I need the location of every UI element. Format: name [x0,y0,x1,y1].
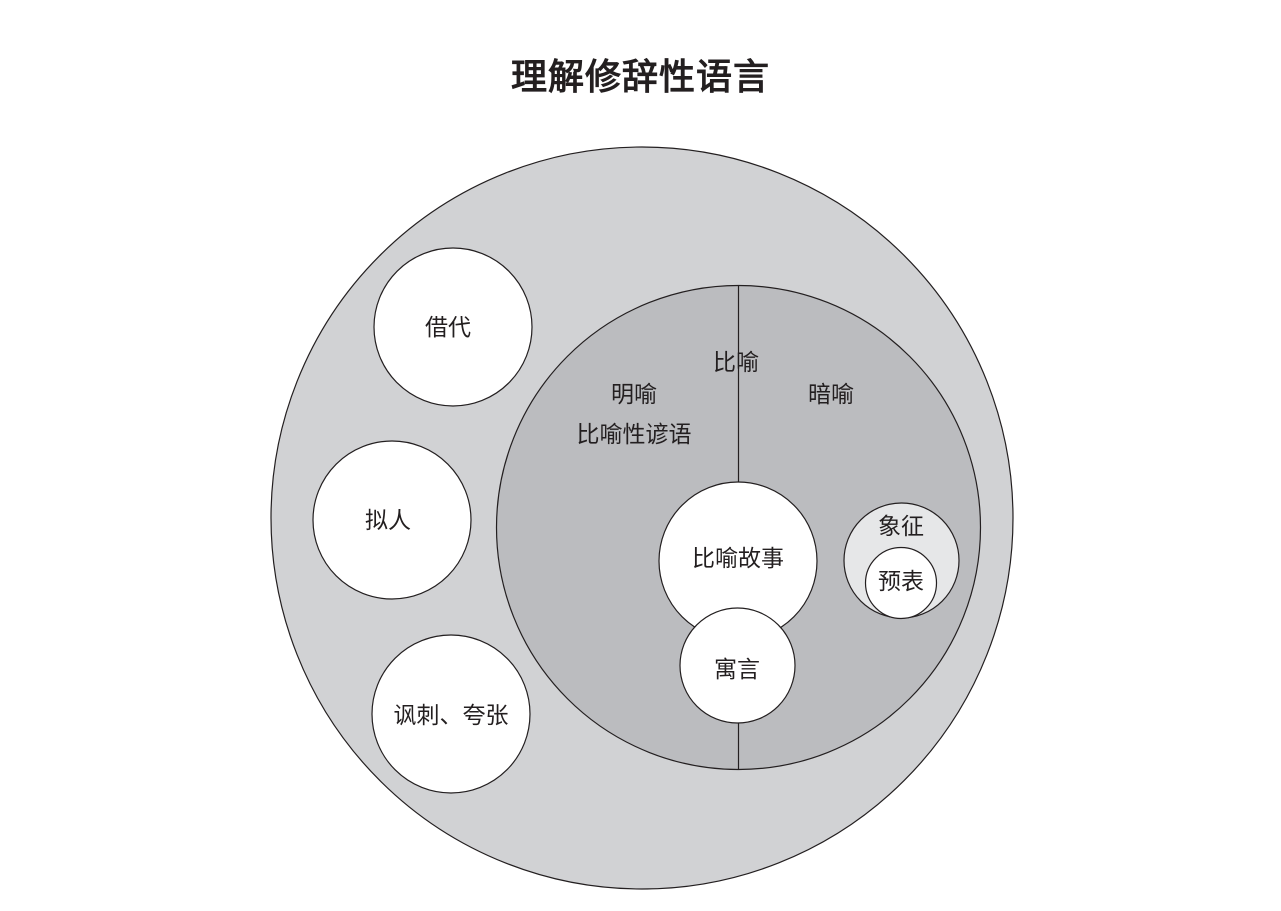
circle-type [864,546,938,620]
diagram-title: 理解修辞性语言 [510,57,770,98]
circle-metonymy [373,247,533,407]
label-simile: 明喻 [611,382,657,408]
label-type: 预表 [878,569,924,595]
label-implied-metaphor: 暗喻 [808,382,854,408]
circle-personification [312,440,472,600]
circle-satire-hyperbole [371,634,531,794]
label-metonymy: 借代 [425,315,471,341]
label-metaphorical-proverb: 比喻性谚语 [577,422,692,448]
circle-fable [679,607,796,724]
label-fable: 寓言 [714,657,760,683]
label-personification: 拟人 [365,508,411,534]
label-parable: 比喻故事 [692,546,784,572]
label-satire-hyperbole: 讽刺、夸张 [394,703,509,729]
label-metaphor: 比喻 [713,350,759,376]
label-symbol: 象征 [878,514,924,540]
